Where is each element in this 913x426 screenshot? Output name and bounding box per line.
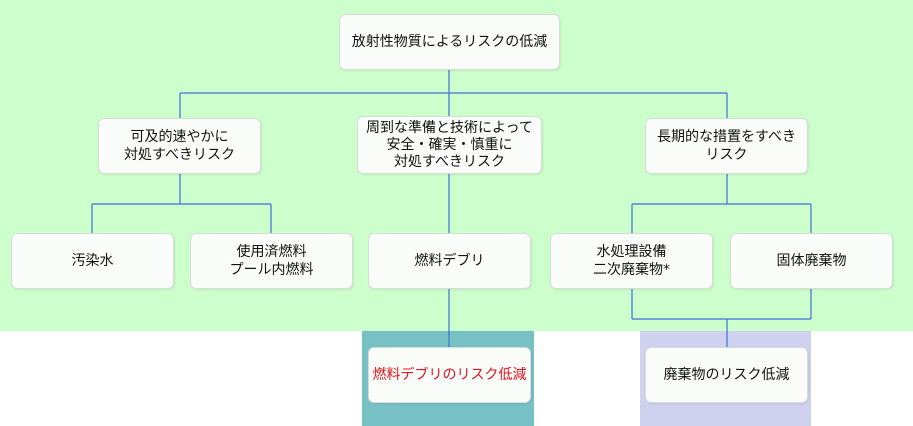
item-fuel-debris: 燃料デブリ (368, 233, 531, 289)
category-prepared-label-line3: 対処すべきリスク (393, 153, 506, 170)
category-urgent-risk: 可及的速やかに 対処すべきリスク (98, 118, 261, 174)
item-spent-fuel: 使用済燃料 プール内燃料 (190, 233, 353, 289)
category-urgent-label-line1: 可及的速やかに (130, 129, 229, 145)
category-urgent-label-line2: 対処すべきリスク (123, 147, 236, 163)
outcome-waste-label: 廃棄物のリスク低減 (663, 367, 790, 383)
outcome-debris-risk-reduction: 燃料デブリのリスク低減 (368, 347, 531, 403)
item-water-treatment-label-line1: 水処理設備 (596, 244, 667, 260)
item-contaminated-water: 汚染水 (11, 233, 174, 289)
item-water-treatment-label-line2: 二次廃棄物* (593, 262, 670, 278)
item-solid-waste-label: 固体廃棄物 (776, 253, 847, 269)
root-label: 放射性物質によるリスクの低減 (351, 34, 548, 50)
category-longterm-label-line1: 長期的な措置をすべき (656, 129, 797, 145)
item-spent-fuel-label-line2: プール内燃料 (229, 262, 314, 278)
category-longterm-risk: 長期的な措置をすべき リスク (645, 118, 808, 174)
outcome-debris-label: 燃料デブリのリスク低減 (372, 367, 527, 383)
item-spent-fuel-label-line1: 使用済燃料 (236, 244, 307, 260)
item-solid-waste: 固体廃棄物 (730, 233, 893, 289)
category-prepared-label-line1: 周到な準備と技術によって (366, 119, 533, 136)
category-longterm-label-line2: リスク (705, 147, 748, 163)
root-node: 放射性物質によるリスクの低減 (339, 14, 560, 70)
category-prepared-risk: 周到な準備と技術によって 安全・確実・慎重に 対処すべきリスク (357, 116, 542, 174)
item-fuel-debris-label: 燃料デブリ (414, 253, 485, 269)
item-water-treatment-waste: 水処理設備 二次廃棄物* (550, 233, 713, 289)
category-prepared-label-line2: 安全・確実・慎重に (386, 136, 513, 153)
item-contaminated-water-label: 汚染水 (71, 253, 114, 269)
outcome-waste-risk-reduction: 廃棄物のリスク低減 (645, 347, 808, 403)
